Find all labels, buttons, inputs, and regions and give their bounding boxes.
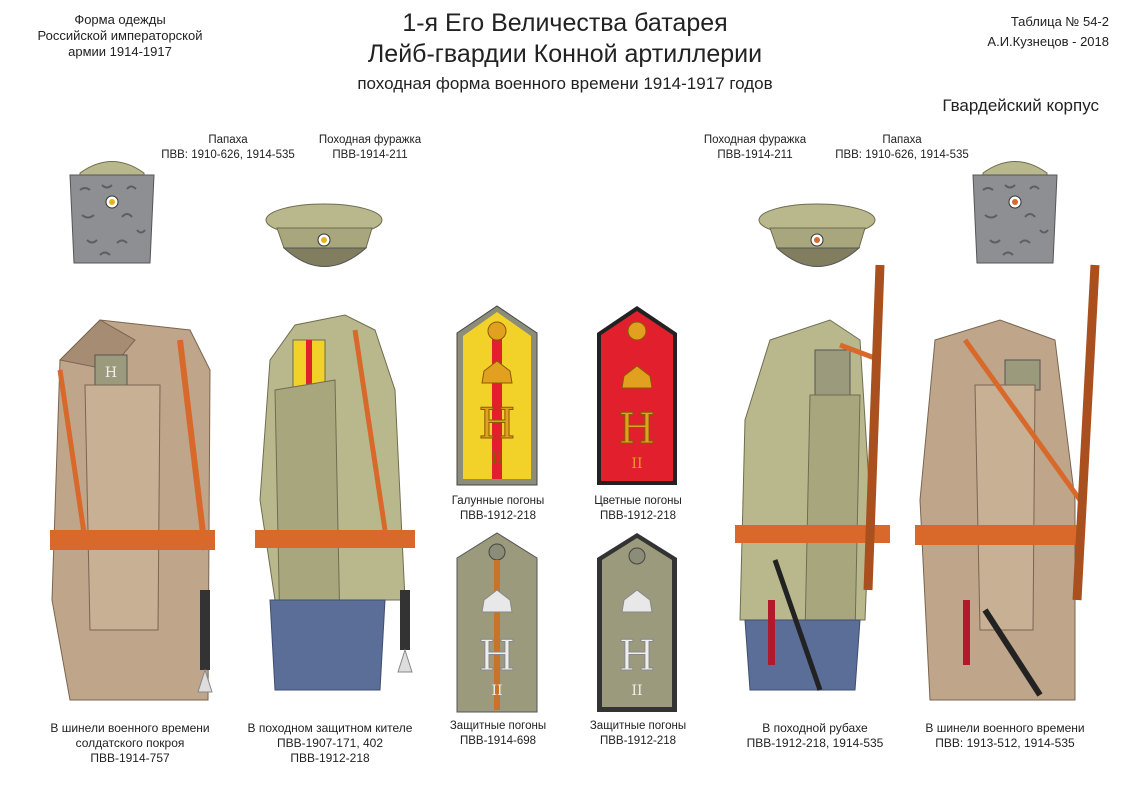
table-number: Таблица № 54-2 [1010,14,1109,29]
title-line-1: 1-я Его Величества батарея [402,9,728,37]
figure-caption-field-shirt: В походной рубахе ПВВ-1912-218, 1914-535 [746,721,884,750]
board-caption-protective-1912: Защитные погоны ПВВ-1912-218 [589,720,687,747]
figure-caption-wartime-greatcoat: В шинели военного времени ПВВ: 1913-512,… [925,721,1085,750]
headwear-label-papakha-left: Папаха ПВВ: 1910-626, 1914-535 [161,134,295,161]
colored-board-numeral: II [631,456,642,472]
series-line: Форма одежды [74,12,166,27]
colored-shoulder-board: Н II [597,306,677,485]
headwear-label-cap-right: Походная фуражка ПВВ-1914-211 [703,134,807,161]
svg-text:Н: Н [105,365,117,381]
svg-text:Н: Н [619,404,656,453]
headwear-label-cap-left: Походная фуражка ПВВ-1914-211 [318,134,422,161]
title-line-2: Лейб-гвардии Конной артиллерии [367,40,763,68]
figure-field-shirt-soldier [735,264,890,691]
board-caption-lace: Галунные погоны ПВВ-1912-218 [451,495,545,522]
figure-caption-field-tunic: В походном защитном кителе ПВВ-1907-171,… [247,721,413,765]
protective-shoulder-board-1912: Н II [597,533,677,712]
figure-wartime-greatcoat-soldier [915,264,1100,701]
series-line: Российской императорской [37,28,203,43]
svg-text:Н: Н [479,631,516,680]
svg-text:Н: Н [619,631,656,680]
papakha-left-illustration [69,161,155,264]
table-info: Таблица № 54-2 А.И.Кузнецов - 2018 [909,12,1109,52]
series-caption: Форма одежды Российской императорской ар… [0,12,240,60]
lace-board-numeral: II [491,451,502,467]
field-cap-right-illustration [758,203,876,267]
protective-board-numeral-1: II [491,683,502,699]
page-title: 1-я Его Величества батарея Лейб-гвардии … [280,8,850,96]
series-line: армии 1914-1917 [68,44,172,59]
board-caption-protective-1914: Защитные погоны ПВВ-1914-698 [449,720,547,747]
page-subtitle: походная форма военного времени 1914-191… [357,74,773,93]
papakha-right-illustration [972,161,1058,264]
protective-shoulder-board-1914: Н II [456,532,538,713]
board-caption-colored: Цветные погоны ПВВ-1912-218 [594,495,682,522]
protective-board-numeral-2: II [631,683,642,699]
figure-greatcoat-soldier: Н [50,319,215,701]
figure-field-tunic-soldier [255,314,415,691]
headwear-label-papakha-right: Папаха ПВВ: 1910-626, 1914-535 [835,134,969,161]
svg-text:Н: Н [479,399,516,448]
corps-label: Гвардейский корпус [942,96,1099,115]
figure-caption-greatcoat-soldier: В шинели военного времени солдатского по… [50,721,210,765]
author-credit: А.И.Кузнецов - 2018 [987,34,1109,49]
lace-shoulder-board: Н II [456,305,538,486]
field-cap-left-illustration [265,203,383,267]
